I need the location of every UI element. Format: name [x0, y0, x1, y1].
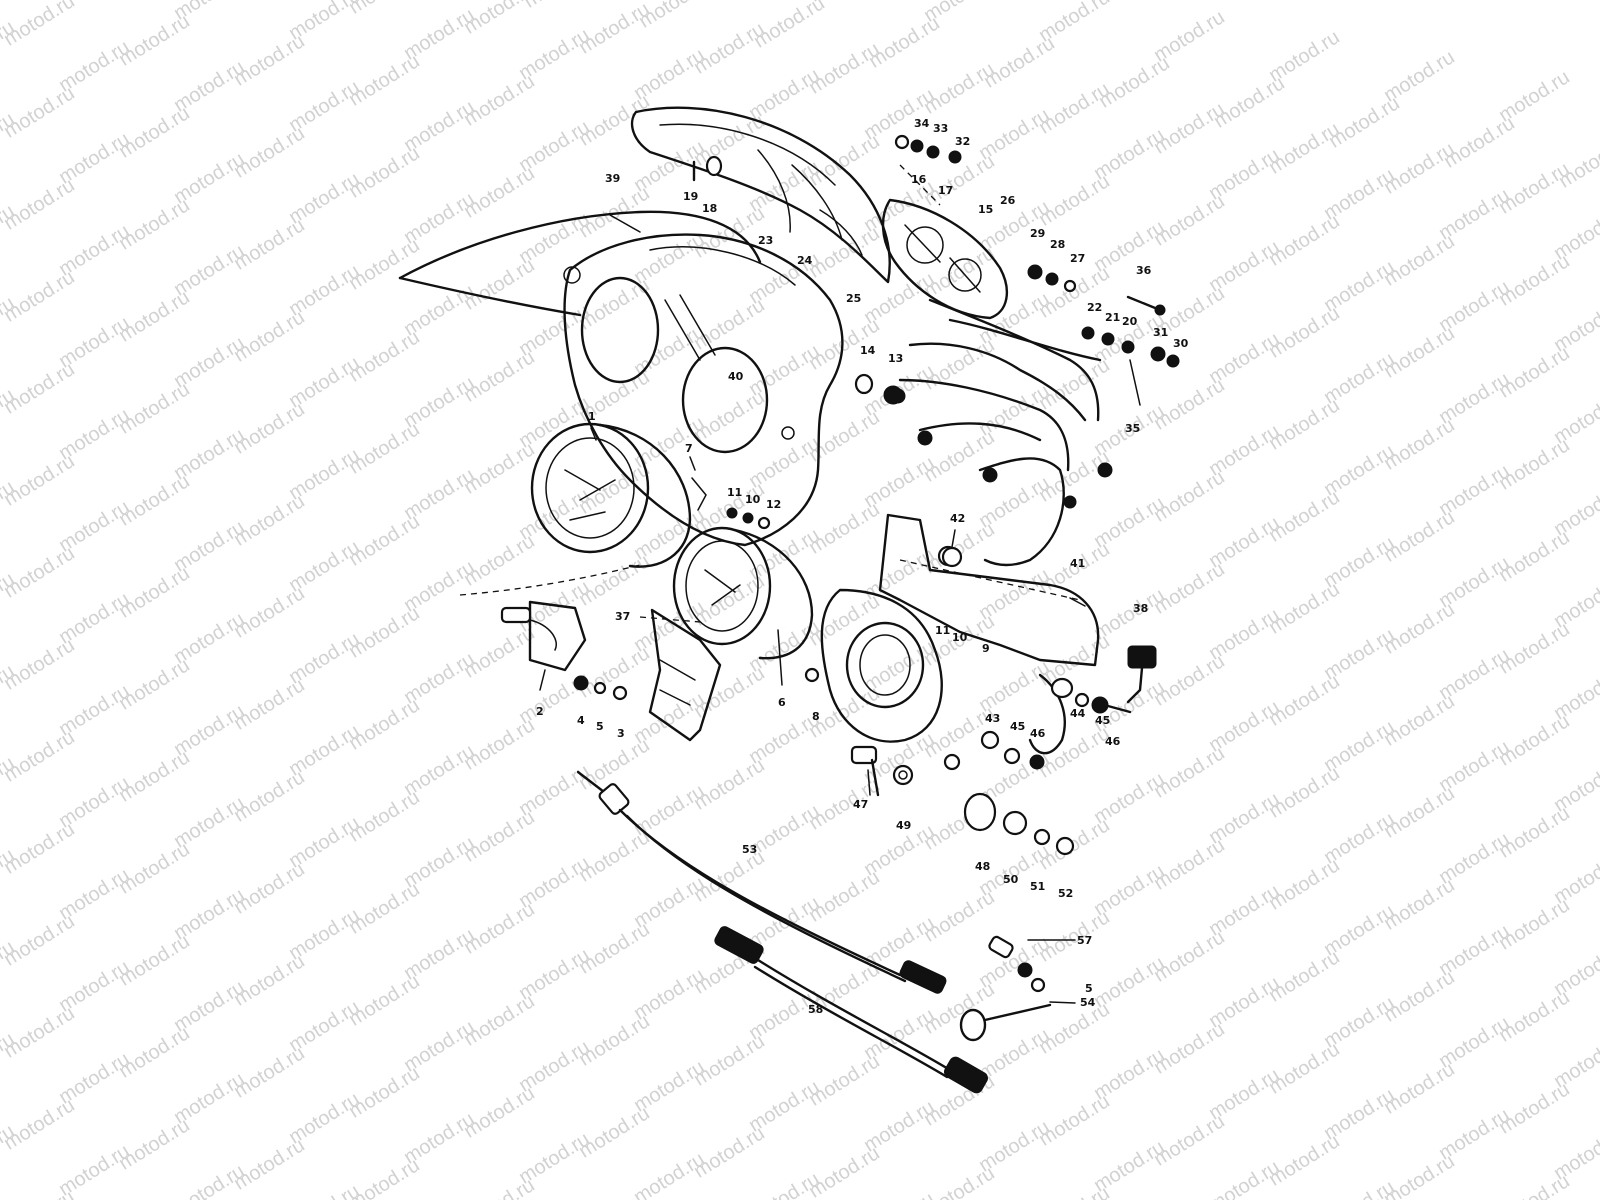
callout-21: 21 — [1105, 311, 1120, 324]
callout-53: 53 — [742, 843, 757, 856]
callout-25: 25 — [846, 292, 861, 305]
nut-set-top — [894, 134, 962, 164]
callout-12: 12 — [766, 498, 781, 511]
bolt-set-57 — [959, 935, 1052, 1042]
callout-46b: 46 — [1030, 727, 1046, 740]
callout-32: 32 — [955, 135, 970, 148]
callout-8: 8 — [812, 710, 820, 723]
callout-labels: 39 19 18 23 24 25 34 33 32 16 17 26 15 2… — [536, 117, 1189, 1016]
callout-50: 50 — [1003, 873, 1019, 886]
callout-35: 35 — [1125, 422, 1140, 435]
callout-40: 40 — [728, 370, 744, 383]
nut-set-right — [1027, 264, 1077, 293]
bulb-socket-part — [854, 373, 903, 405]
mounting-plate-part — [804, 588, 961, 771]
callout-2: 2 — [536, 705, 544, 718]
washer-set-left — [573, 675, 628, 701]
callout-22: 22 — [1087, 301, 1102, 314]
callout-49: 49 — [896, 819, 911, 832]
callout-26: 26 — [1000, 194, 1016, 207]
nut-set-center — [980, 730, 1045, 770]
callout-45b: 45 — [1010, 720, 1025, 733]
callout-14: 14 — [860, 344, 876, 357]
callout-11b: 11 — [935, 624, 950, 637]
callout-11: 11 — [727, 486, 742, 499]
callout-51: 51 — [1030, 880, 1045, 893]
callout-27: 27 — [1070, 252, 1085, 265]
callout-6: 6 — [778, 696, 786, 709]
callout-45: 45 — [1095, 714, 1110, 727]
cable-53-part — [576, 770, 947, 994]
callout-15: 15 — [978, 203, 993, 216]
speedometer-part — [530, 422, 707, 568]
nut-set-upper — [726, 507, 771, 530]
callout-52: 52 — [1058, 887, 1073, 900]
meter-visor-part — [630, 106, 891, 284]
callout-19: 19 — [683, 190, 698, 203]
callout-44: 44 — [1070, 707, 1086, 720]
callout-58: 58 — [808, 1003, 823, 1016]
callout-9: 9 — [982, 642, 990, 655]
callout-10: 10 — [745, 493, 761, 506]
fitting-48-part — [963, 792, 1075, 856]
callout-4: 4 — [577, 714, 585, 727]
meter-bracket-part — [648, 608, 722, 742]
callout-57b: 57 — [1077, 934, 1092, 947]
callout-34: 34 — [914, 117, 930, 130]
callout-20: 20 — [1122, 315, 1138, 328]
callout-29: 29 — [1030, 227, 1045, 240]
callout-39: 39 — [605, 172, 620, 185]
callout-33: 33 — [933, 122, 948, 135]
grommet-42-part — [941, 546, 963, 568]
callout-37: 37 — [615, 610, 630, 623]
bracket-small-right — [1028, 673, 1132, 755]
meter-housing-part — [563, 233, 844, 547]
callout-42: 42 — [950, 512, 965, 525]
callout-46: 46 — [1105, 735, 1121, 748]
callout-23: 23 — [758, 234, 773, 247]
upper-cover-part — [398, 210, 762, 317]
callout-48: 48 — [975, 860, 990, 873]
meter-lens-part — [881, 198, 1008, 320]
tachometer-part — [672, 526, 814, 660]
callout-54: 54 — [1080, 996, 1096, 1009]
nut-set-far-right — [1081, 326, 1180, 368]
bolt-47-part — [850, 745, 914, 797]
callout-13: 13 — [888, 352, 903, 365]
wiring-harness-part — [890, 298, 1113, 567]
callout-24: 24 — [797, 254, 813, 267]
callout-30: 30 — [1173, 337, 1189, 350]
switch-38-part — [1126, 645, 1157, 704]
callout-5: 5 — [596, 720, 604, 733]
cable-58-part — [714, 926, 988, 1094]
callout-18: 18 — [702, 202, 717, 215]
callout-3: 3 — [617, 727, 625, 740]
sender-unit-part — [500, 600, 587, 672]
callout-7: 7 — [685, 442, 693, 455]
callout-5b: 5 — [1085, 982, 1093, 995]
callout-28: 28 — [1050, 238, 1065, 251]
callout-31: 31 — [1153, 326, 1168, 339]
callout-43: 43 — [985, 712, 1000, 725]
callout-47: 47 — [853, 798, 868, 811]
callout-1: 1 — [588, 410, 596, 423]
bulb-18-part — [692, 155, 723, 182]
callout-10b: 10 — [952, 631, 968, 644]
screw-36-part — [1126, 295, 1166, 316]
leader-lines — [459, 164, 1141, 1004]
callout-38: 38 — [1133, 602, 1148, 615]
callout-36: 36 — [1136, 264, 1152, 277]
callout-17: 17 — [938, 184, 953, 197]
callout-41: 41 — [1070, 557, 1085, 570]
callout-16: 16 — [911, 173, 927, 186]
